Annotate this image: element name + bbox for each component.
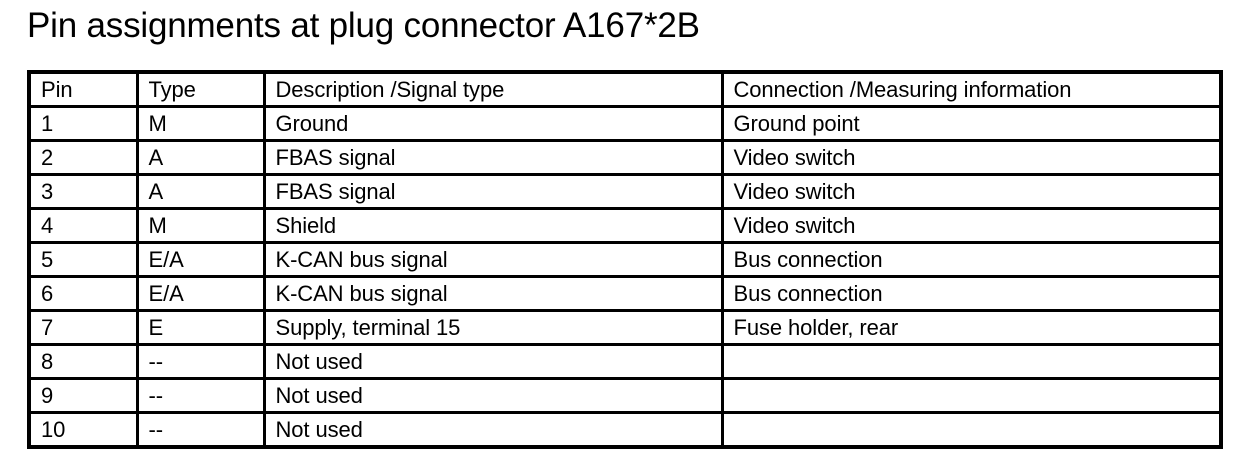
cell-type: M (135, 105, 266, 142)
table-row: 8--Not used (27, 343, 1223, 380)
cell-type: A (135, 139, 266, 176)
cell-connection: Video switch (720, 207, 1223, 244)
cell-type: E/A (135, 241, 266, 278)
column-header-description: Description /Signal type (262, 70, 724, 108)
cell-pin: 5 (27, 241, 139, 278)
cell-pin: 6 (27, 275, 139, 312)
column-header-type: Type (135, 70, 266, 108)
cell-connection (720, 411, 1223, 449)
cell-type: -- (135, 377, 266, 414)
cell-connection (720, 343, 1223, 380)
page-title: Pin assignments at plug connector A167*2… (27, 6, 700, 45)
cell-description: FBAS signal (262, 173, 724, 210)
column-header-pin: Pin (27, 70, 139, 108)
cell-type: -- (135, 343, 266, 380)
cell-connection: Ground point (720, 105, 1223, 142)
cell-pin: 4 (27, 207, 139, 244)
cell-description: K-CAN bus signal (262, 275, 724, 312)
cell-type: A (135, 173, 266, 210)
cell-pin: 10 (27, 411, 139, 449)
cell-pin: 8 (27, 343, 139, 380)
cell-description: Shield (262, 207, 724, 244)
table-header-row: Pin Type Description /Signal type Connec… (27, 70, 1223, 108)
cell-description: Supply, terminal 15 (262, 309, 724, 346)
pin-assignments-table-container: Pin Type Description /Signal type Connec… (27, 70, 1223, 449)
table-header: Pin Type Description /Signal type Connec… (27, 70, 1223, 108)
cell-type: M (135, 207, 266, 244)
cell-description: K-CAN bus signal (262, 241, 724, 278)
cell-description: Ground (262, 105, 724, 142)
cell-pin: 9 (27, 377, 139, 414)
cell-connection: Bus connection (720, 275, 1223, 312)
cell-pin: 2 (27, 139, 139, 176)
cell-connection: Fuse holder, rear (720, 309, 1223, 346)
cell-description: Not used (262, 377, 724, 414)
cell-description: Not used (262, 343, 724, 380)
column-header-connection: Connection /Measuring information (720, 70, 1223, 108)
cell-connection: Video switch (720, 139, 1223, 176)
table-row: 10--Not used (27, 411, 1223, 449)
cell-pin: 1 (27, 105, 139, 142)
cell-connection (720, 377, 1223, 414)
cell-type: E/A (135, 275, 266, 312)
cell-description: FBAS signal (262, 139, 724, 176)
cell-pin: 3 (27, 173, 139, 210)
cell-type: -- (135, 411, 266, 449)
cell-connection: Video switch (720, 173, 1223, 210)
cell-pin: 7 (27, 309, 139, 346)
pin-assignments-table: Pin Type Description /Signal type Connec… (27, 70, 1223, 449)
cell-type: E (135, 309, 266, 346)
cell-description: Not used (262, 411, 724, 449)
cell-connection: Bus connection (720, 241, 1223, 278)
table-row: 9--Not used (27, 377, 1223, 414)
